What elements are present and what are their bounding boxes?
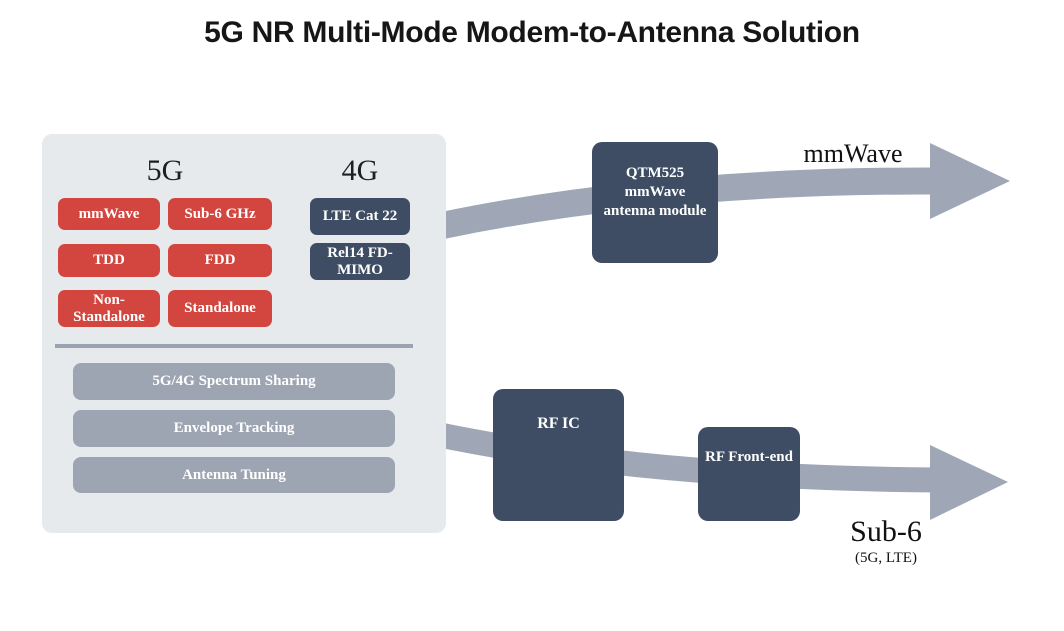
chip-non-standalone: Non-Standalone <box>58 290 160 327</box>
chip-mmwave: mmWave <box>58 198 160 230</box>
panel-divider <box>55 344 413 348</box>
feature-spectrum-sharing: 5G/4G Spectrum Sharing <box>73 363 395 400</box>
sub6-arrowhead <box>930 445 1008 520</box>
chip-tdd: TDD <box>58 244 160 277</box>
capability-panel: 5G 4G mmWave Sub-6 GHz TDD FDD Non-Stand… <box>42 134 446 533</box>
feature-antenna-tuning: Antenna Tuning <box>73 457 395 493</box>
rf-front-end-box: RF Front-end <box>698 427 800 521</box>
rf-ic-box: RF IC <box>493 389 624 521</box>
qtm525-line3: antenna module <box>603 203 707 219</box>
qtm525-module-box: QTM525 mmWave antenna module <box>592 142 718 263</box>
chip-lte-cat-22: LTE Cat 22 <box>310 198 410 235</box>
qtm525-line1: QTM525 <box>625 165 685 181</box>
mmwave-flow-label: mmWave <box>803 139 903 168</box>
sub6-flow-sublabel: (5G, LTE) <box>855 550 917 566</box>
heading-4g: 4G <box>341 154 379 187</box>
feature-envelope-tracking: Envelope Tracking <box>73 410 395 447</box>
diagram-title: 5G NR Multi-Mode Modem-to-Antenna Soluti… <box>204 16 860 49</box>
mmwave-arrowhead <box>930 143 1010 219</box>
sub6-flow-label: Sub-6 <box>850 515 922 548</box>
sub6-flow-label-group: Sub-6 (5G, LTE) <box>811 516 961 567</box>
heading-5g: 5G <box>146 154 184 187</box>
chip-rel14-fd-mimo: Rel14 FD-MIMO <box>310 243 410 280</box>
chip-standalone: Standalone <box>168 290 272 327</box>
chip-sub6-ghz: Sub-6 GHz <box>168 198 272 230</box>
qtm525-line2: mmWave <box>624 184 686 200</box>
rf-front-end-label: RF Front-end <box>705 449 793 465</box>
rf-ic-label: RF IC <box>537 415 580 432</box>
chip-fdd: FDD <box>168 244 272 277</box>
